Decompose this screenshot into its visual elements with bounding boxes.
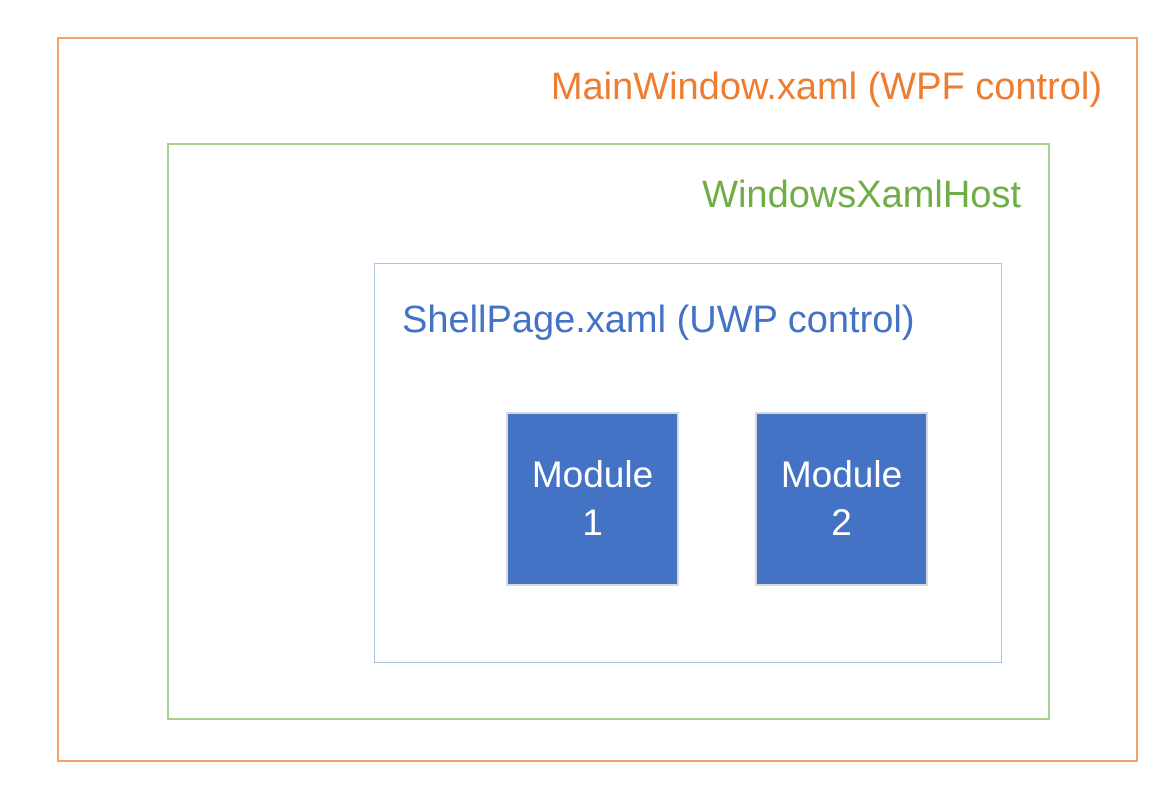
modules-row: Module 1 Module 2 (506, 412, 928, 586)
windowsxamlhost-box: WindowsXamlHost ShellPage.xaml (UWP cont… (167, 143, 1050, 720)
module-2-box: Module 2 (755, 412, 928, 586)
shellpage-uwp-box: ShellPage.xaml (UWP control) Module 1 Mo… (374, 263, 1002, 663)
shellpage-uwp-label: ShellPage.xaml (UWP control) (402, 299, 915, 341)
module-2-label-line1: Module (780, 453, 903, 495)
module-2-label-line2: 2 (831, 502, 852, 543)
module-1-label-line1: Module (531, 453, 654, 495)
mainwindow-wpf-box: MainWindow.xaml (WPF control) WindowsXam… (57, 37, 1138, 762)
windowsxamlhost-label: WindowsXamlHost (702, 174, 1021, 216)
module-1-box: Module 1 (506, 412, 679, 586)
module-1-label-line2: 1 (582, 502, 603, 543)
mainwindow-wpf-label: MainWindow.xaml (WPF control) (550, 66, 1102, 108)
